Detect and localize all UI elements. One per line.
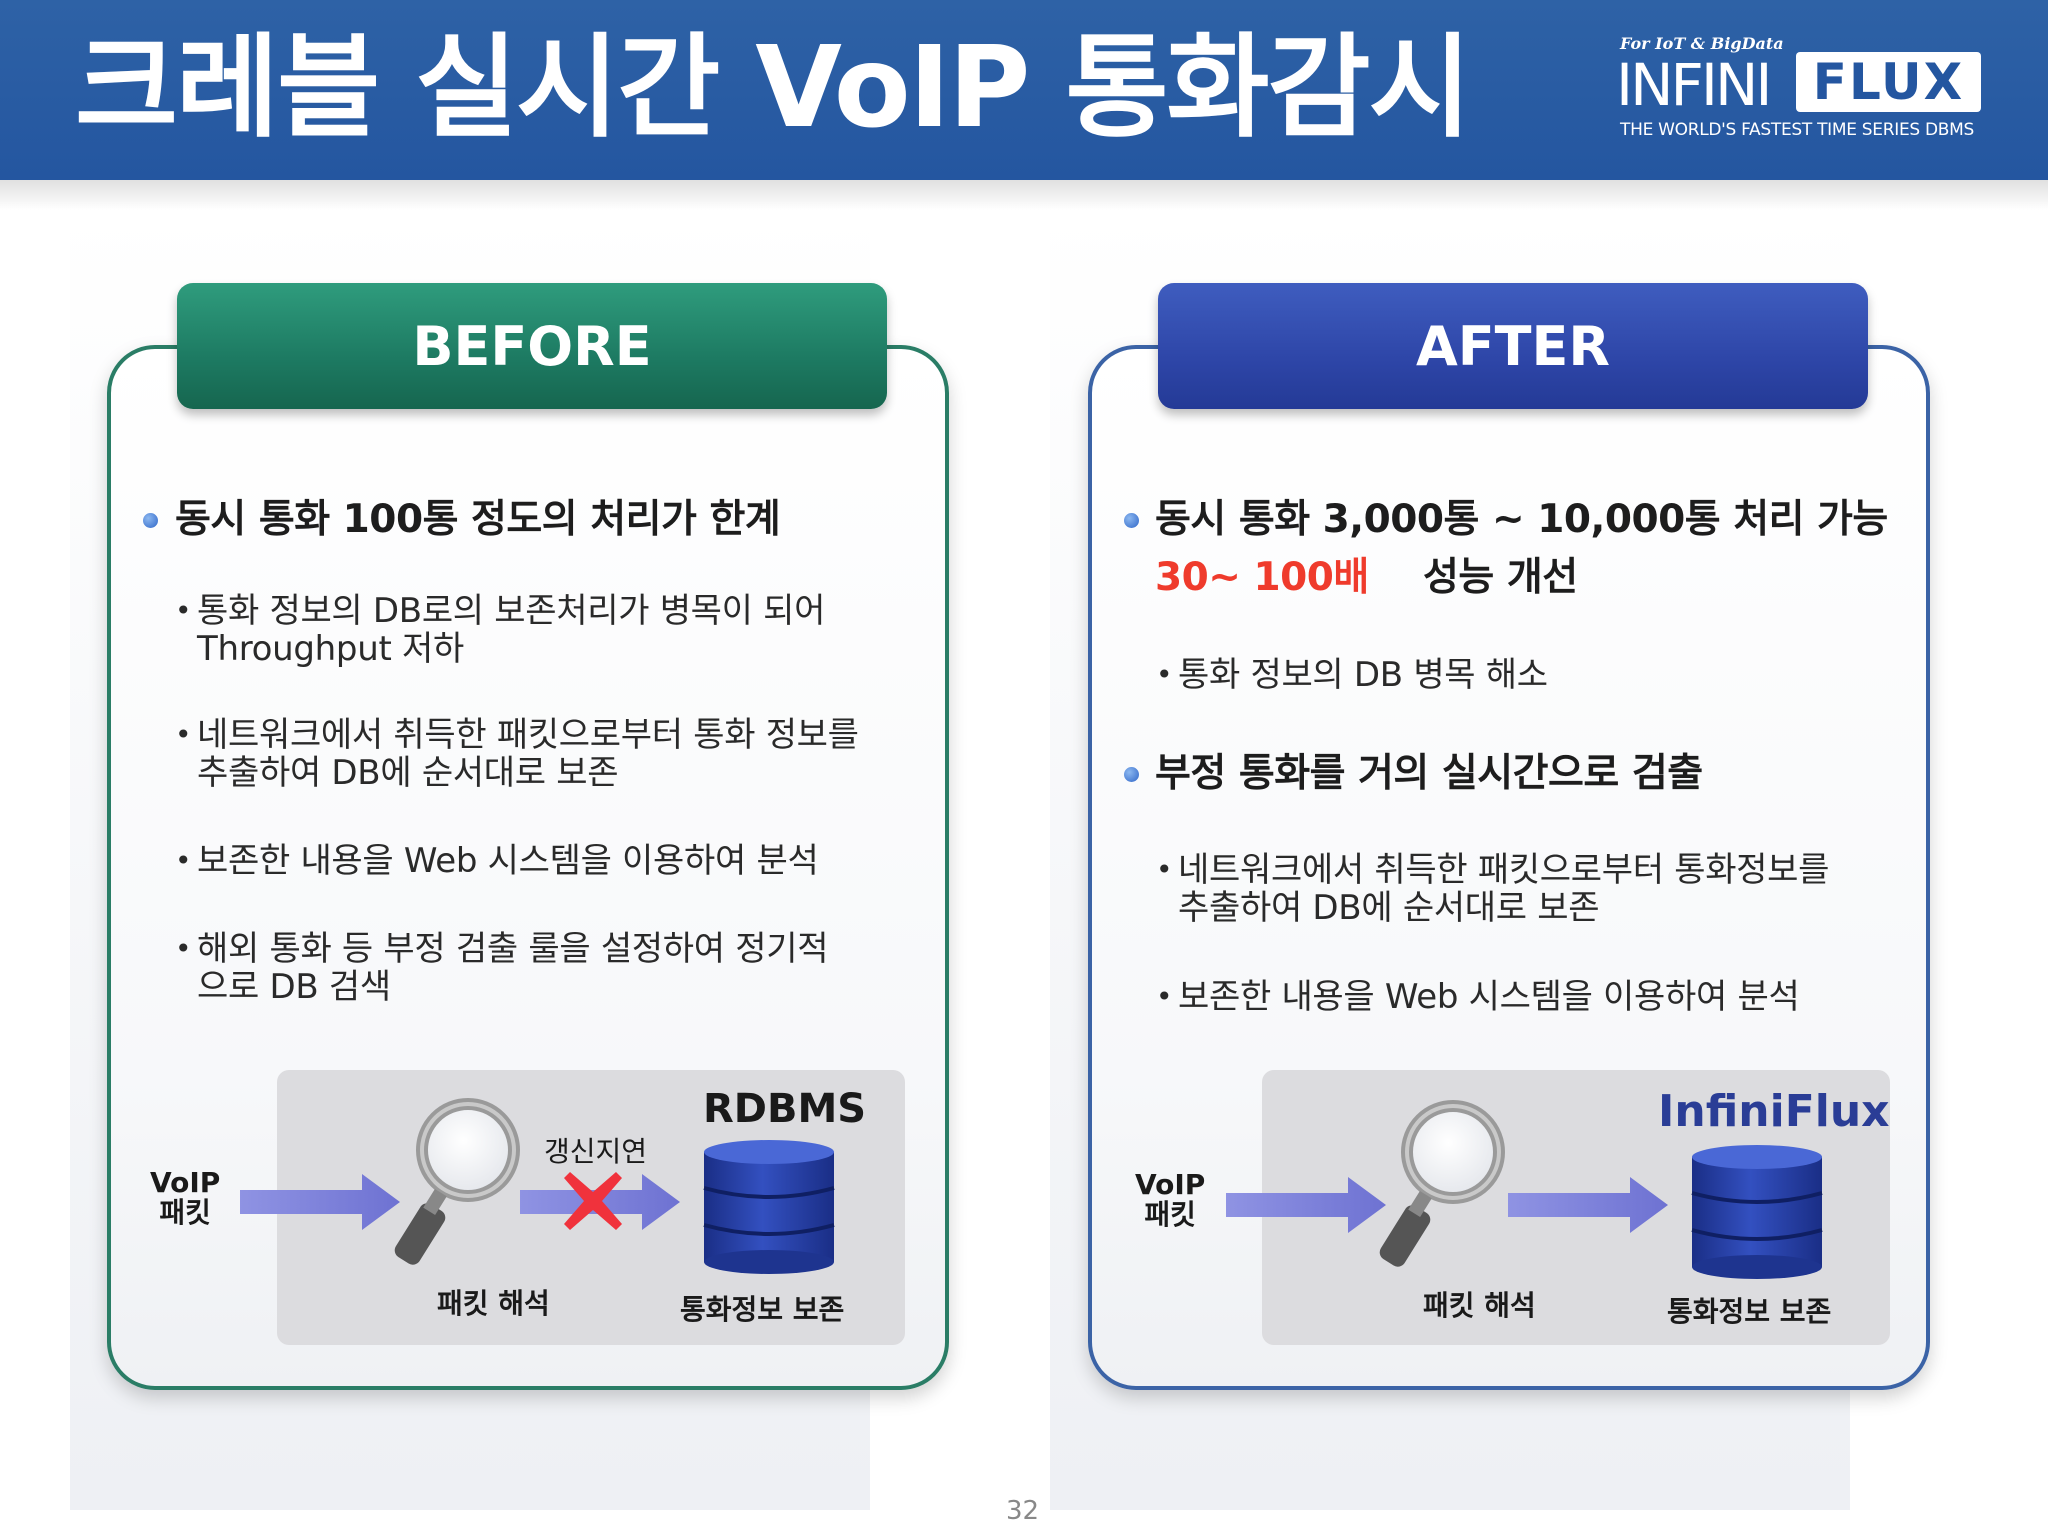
database-icon [1691,1145,1823,1279]
header-shadow [0,180,2048,210]
store-arrow-icon [1508,1177,1668,1233]
before-main-bullet: 동시 통화 100통 정도의 처리가 한계 [175,497,781,542]
before-item-3: • 보존한 내용을 Web 시스템을 이용하여 분석 [175,841,819,881]
logo-tagline: For IoT & BigData [1620,34,1784,53]
sub-bullet-icon: • [175,594,192,627]
database-icon [703,1140,835,1274]
before-item-2-line2: 추출하여 DB에 순서대로 보존 [197,753,619,793]
voip-arrow-icon [240,1174,400,1230]
packet-text: 패킷 [159,1196,211,1229]
before-voip-label: VoIP 패킷 [150,1168,220,1228]
packet-text: 패킷 [1144,1198,1196,1231]
sub-bullet-icon: • [1156,853,1173,886]
before-store-label: 통화정보 보존 [680,1293,845,1326]
header-bar: 크레블 실시간 VoIP 통화감시 For IoT & BigData INFI… [0,0,2048,180]
performance-highlight-rest: 성능 개선 [1422,555,1578,600]
performance-highlight: 30~ 100배 [1155,555,1369,600]
after-item-3: • 보존한 내용을 Web 시스템을 이용하여 분석 [1156,977,1800,1017]
before-item-4-line2: 으로 DB 검색 [197,967,391,1007]
before-item-2-line1: 네트워크에서 취득한 패킷으로부터 통화 정보를 [197,715,859,755]
rdbms-label: RDBMS [703,1086,867,1132]
before-item-1-line2: Throughput 저하 [197,629,464,669]
page-number: 32 [1006,1496,1040,1526]
voip-text: VoIP [150,1166,221,1199]
bullet-dot-icon [1124,513,1139,528]
logo-subtitle: THE WORLD'S FASTEST TIME SERIES DBMS [1620,120,1975,140]
delay-label: 갱신지연 [544,1135,648,1168]
bullet-dot-icon [1124,767,1139,782]
sub-bullet-icon: • [175,932,192,965]
before-item-3-line1: 보존한 내용을 Web 시스템을 이용하여 분석 [197,841,819,881]
before-item-4-line1: 해외 통화 등 부정 검출 룰을 설정하여 정기적 [197,929,829,969]
after-analyze-label: 패킷 해석 [1423,1289,1536,1322]
magnifier-icon [1379,1100,1505,1267]
after-voip-label: VoIP 패킷 [1135,1170,1205,1230]
page-title: 크레블 실시간 VoIP 통화감시 [75,23,1472,153]
after-item-2: • 네트워크에서 취득한 패킷으로부터 통화정보를 추출하여 DB에 순서대로 … [1156,850,1830,928]
before-item-1-line1: 통화 정보의 DB로의 보존처리가 병목이 되어 [197,591,826,631]
infiniflux-logo: For IoT & BigData INFINI FLUX THE WORLD'… [1616,34,1988,144]
bullet-dot-icon [143,513,158,528]
voip-text: VoIP [1135,1168,1206,1201]
logo-brand-right: FLUX [1796,52,1981,112]
sub-bullet-icon: • [1156,980,1173,1013]
after-highlight-line: 30~ 100배 성능 개선 [1155,552,1578,604]
before-analyze-label: 패킷 해석 [437,1287,550,1320]
before-item-2: • 네트워크에서 취득한 패킷으로부터 통화 정보를 추출하여 DB에 순서대로… [175,715,859,793]
after-main-bullet-2: 부정 통화를 거의 실시간으로 검출 [1155,751,1703,796]
after-item-1: • 통화 정보의 DB 병목 해소 [1156,655,1548,695]
after-tab: AFTER [1158,283,1868,409]
error-x-icon [564,1172,622,1230]
magnifier-icon [394,1098,520,1265]
after-item-3-line1: 보존한 내용을 Web 시스템을 이용하여 분석 [1178,977,1800,1017]
before-item-1: • 통화 정보의 DB로의 보존처리가 병목이 되어 Throughput 저하 [175,591,826,669]
before-item-4: • 해외 통화 등 부정 검출 룰을 설정하여 정기적 으로 DB 검색 [175,929,829,1007]
infiniflux-label: InfiniFlux [1658,1086,1890,1137]
voip-arrow-icon [1226,1177,1386,1233]
sub-bullet-icon: • [175,844,192,877]
sub-bullet-icon: • [175,718,192,751]
after-item-2-line1: 네트워크에서 취득한 패킷으로부터 통화정보를 [1178,850,1830,890]
after-main-bullet-1: 동시 통화 3,000통 ~ 10,000통 처리 가능 [1155,497,1888,542]
sub-bullet-icon: • [1156,658,1173,691]
logo-brand-left: INFINI [1616,51,1772,119]
after-item-1-line1: 통화 정보의 DB 병목 해소 [1178,655,1548,695]
after-item-2-line2: 추출하여 DB에 순서대로 보존 [1178,888,1600,928]
after-store-label: 통화정보 보존 [1667,1295,1832,1328]
before-tab: BEFORE [177,283,887,409]
